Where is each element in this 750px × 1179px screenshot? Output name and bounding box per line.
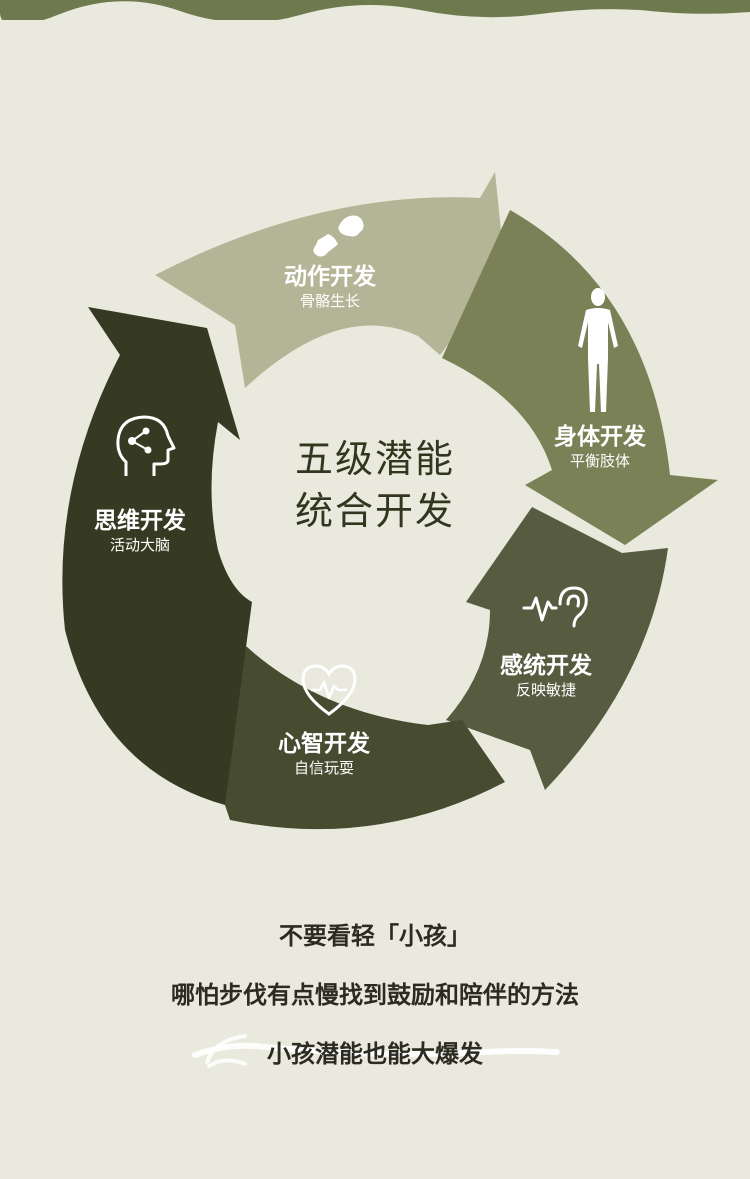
segment-sensory-title: 感统开发 [500,653,592,679]
human-body-icon [578,288,618,412]
segment-body [442,210,718,545]
five-level-cycle-diagram: 五级潜能 统合开发 动作开发 骨骼生长 身体开发 平衡肢体 感统开发 反映敏捷 [0,150,750,850]
segment-sensory-subtitle: 反映敏捷 [515,681,576,699]
segment-motor-title: 动作开发 [284,264,376,290]
segment-thinking [62,307,253,805]
segment-motor-subtitle: 骨骼生长 [299,292,360,310]
segment-mind-label: 心智开发 自信玩耍 [224,730,424,778]
segment-thinking-subtitle: 活动大脑 [109,536,170,554]
segment-body-subtitle: 平衡肢体 [569,452,630,470]
top-decorative-strip [0,0,750,20]
segment-mind-subtitle: 自信玩耍 [293,759,354,777]
segment-motor [155,172,505,388]
bottom-line-2: 哪怕步伐有点慢找到鼓励和陪伴的方法 [171,981,579,1009]
brush-stroke-decoration [192,1034,560,1068]
segment-body-title: 身体开发 [554,424,646,450]
bones-icon [313,215,364,257]
segment-mind [160,612,505,830]
brain-head-icon [116,415,176,476]
heart-pulse-icon [301,664,357,716]
center-title-line2: 统合开发 [294,489,455,533]
segment-thinking-label: 思维开发 活动大脑 [40,507,240,555]
segment-sensory [446,507,668,790]
segment-sensory-label: 感统开发 反映敏捷 [446,652,646,700]
segment-motor-label: 动作开发 骨骼生长 [230,263,430,311]
ear-icon [522,586,588,628]
center-title: 五级潜能 统合开发 [225,433,525,537]
bottom-line-3: 小孩潜能也能大爆发 [267,1040,483,1068]
segment-mind-title: 心智开发 [278,731,370,757]
segment-body-label: 身体开发 平衡肢体 [500,423,700,471]
bottom-line-1: 不要看轻「小孩」 [279,922,471,950]
segment-thinking-title: 思维开发 [94,508,186,534]
center-title-line1: 五级潜能 [294,437,455,481]
